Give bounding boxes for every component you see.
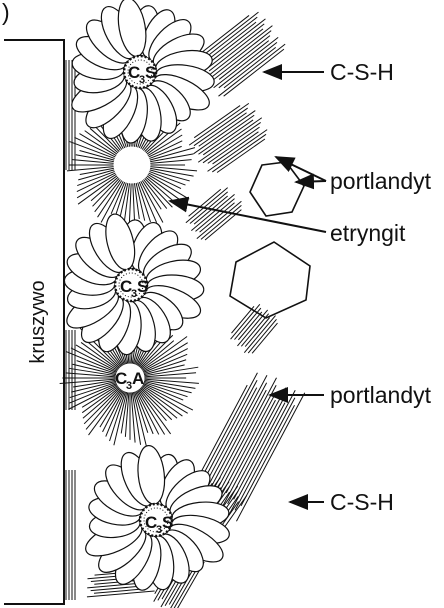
bundle-line xyxy=(189,189,221,216)
bundle-line xyxy=(203,122,261,162)
bundle-line xyxy=(226,400,275,493)
bundle-line xyxy=(241,405,295,506)
needle xyxy=(150,167,197,171)
needle xyxy=(147,174,189,199)
needle xyxy=(147,176,184,203)
node-tail: S xyxy=(137,277,148,296)
bundle-line xyxy=(194,108,248,146)
hexagon-small xyxy=(250,162,304,216)
aggregate-label: kruszywo xyxy=(27,280,49,363)
bundle-line xyxy=(198,385,247,478)
bundle-line xyxy=(244,316,275,353)
bundle-line xyxy=(235,398,295,511)
needle xyxy=(95,179,121,212)
arrow-portlandyt-1 xyxy=(276,157,326,181)
csh-cluster-top xyxy=(66,0,215,145)
label-csh-bottom: C-S-H xyxy=(330,489,394,515)
bundle-line xyxy=(208,130,268,172)
bundle-line xyxy=(214,36,270,80)
bundle-line xyxy=(214,37,279,87)
bundle-line xyxy=(195,199,234,232)
label-csh-top: C-S-H xyxy=(330,59,394,85)
bundle-line xyxy=(213,390,267,491)
bundle-line xyxy=(229,390,295,514)
bundle-line xyxy=(209,29,263,71)
node-tail: S xyxy=(162,513,173,532)
portlandite-hexagons xyxy=(230,162,310,318)
bundle-line xyxy=(208,127,260,163)
needle xyxy=(114,392,127,446)
arrow-portlandyt-2 xyxy=(296,181,326,182)
needle xyxy=(134,391,147,432)
needle xyxy=(98,180,123,217)
label-portlandyt-mid: portlandyt xyxy=(330,382,432,408)
needle xyxy=(140,388,172,420)
needle xyxy=(74,137,115,157)
title-fragment: ) xyxy=(2,0,10,25)
node-tail: S xyxy=(145,63,156,82)
needle xyxy=(84,388,120,424)
bundle-line xyxy=(241,314,268,347)
bundle-line xyxy=(201,375,267,499)
bundle-line xyxy=(204,26,273,80)
bundle-line xyxy=(199,15,249,54)
node-tail: A xyxy=(132,369,144,388)
needle xyxy=(143,360,186,374)
needle xyxy=(77,361,117,374)
aggregate-surface-plates xyxy=(66,60,75,600)
bundle-line xyxy=(212,134,266,172)
bundle-line xyxy=(87,591,155,597)
bundle-line xyxy=(190,192,228,224)
bundle-line xyxy=(207,383,267,496)
needle-core xyxy=(114,147,150,183)
bundle-line xyxy=(222,388,286,509)
hexagon-large xyxy=(230,242,310,318)
label-portlandyt-top: portlandyt xyxy=(330,168,432,194)
bundle-line xyxy=(209,31,271,80)
csh-cluster-middle xyxy=(61,211,205,356)
needle xyxy=(67,167,114,171)
bundle-line xyxy=(248,319,276,353)
bundle-line xyxy=(219,41,269,80)
label-etryngit: etryngit xyxy=(330,220,406,246)
